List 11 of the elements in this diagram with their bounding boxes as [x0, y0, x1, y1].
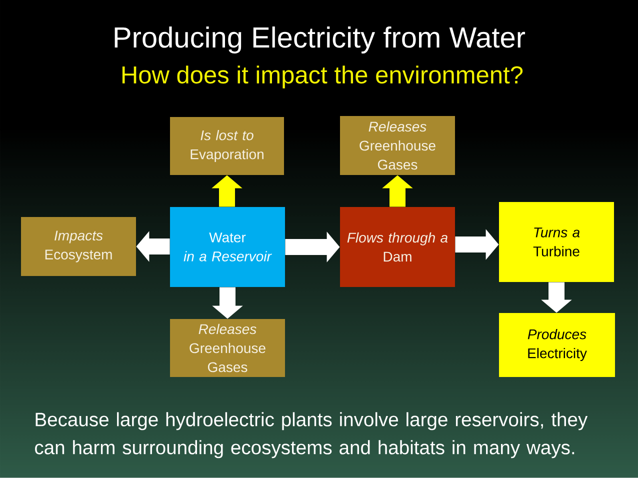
title: Producing Electricity from Water	[114, 26, 526, 54]
process-box: Turns a Turbine	[499, 202, 614, 282]
process-box: Water in a Reservoir	[170, 207, 285, 287]
process-box: Flows through a Dam	[340, 207, 455, 287]
caption-text: Because large hydroelectric plants involve large reservoirs, they can harm surrounding ecosystems and habitats in many ways.	[35, 412, 588, 458]
process-box: Impacts Ecosystem	[21, 217, 136, 276]
process-box: Is lost to Evaporation	[170, 117, 284, 175]
process-box: Releases Greenhouse Gases	[170, 319, 285, 377]
subtitle: How does it impact the environment?	[122, 66, 523, 88]
process-box: Produces Electricity	[499, 313, 615, 377]
process-box: Releases Greenhouse Gases	[340, 116, 455, 175]
